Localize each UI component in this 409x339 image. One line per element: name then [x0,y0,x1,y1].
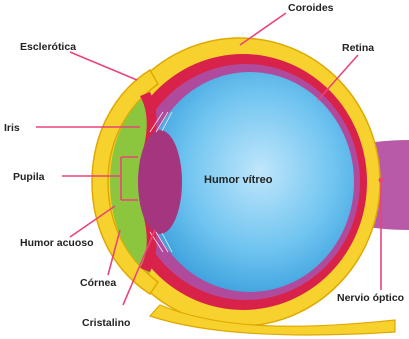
label-cornea: Córnea [80,277,116,289]
leader-dot-nervio [379,178,384,183]
label-cristalino: Cristalino [82,317,130,329]
lens [138,130,182,234]
label-humor-acuoso: Humor acuoso [20,237,94,249]
label-iris: Iris [4,122,20,134]
label-esclerotica: Esclerótica [20,41,76,53]
leader-esclerotica [70,52,137,80]
label-nervio-optico: Nervio óptico [337,292,404,304]
label-retina: Retina [342,42,374,54]
label-coroides: Coroides [288,2,334,14]
label-humor-vitreo: Humor vítreo [204,174,273,186]
label-pupila: Pupila [13,171,45,183]
